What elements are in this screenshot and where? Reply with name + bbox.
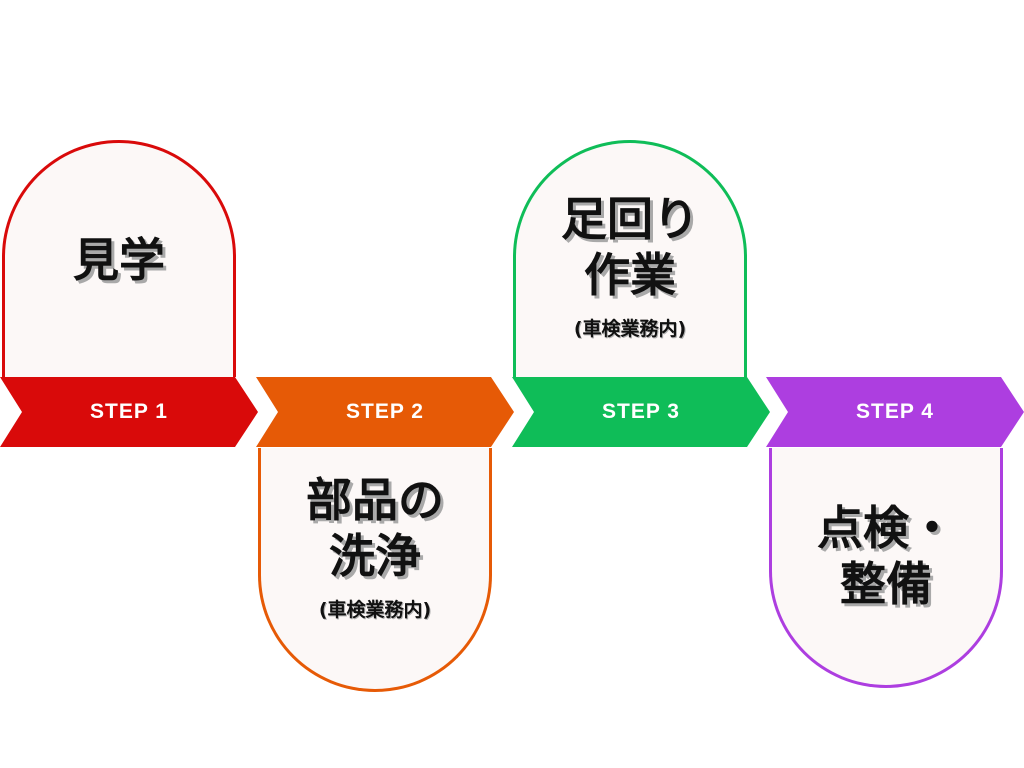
step-4-title-line-2: 整備 (840, 557, 932, 611)
step-1-label: STEP 1 (90, 400, 168, 423)
step-3-title-line-1: 足回り (561, 192, 699, 246)
step-4-card: 点検・ 整備 (769, 448, 1003, 688)
step-4-label: STEP 4 (856, 400, 934, 423)
step-4-banner-shape (766, 377, 1024, 447)
step-2-card: 部品の 洗浄 (車検業務内) (258, 448, 492, 692)
step-3-note: (車検業務内) (573, 318, 687, 340)
step-3-title-line-2: 作業 (584, 248, 676, 302)
step-2-banner-shape (256, 377, 514, 447)
step-1-banner-shape (0, 377, 258, 447)
step-3-label: STEP 3 (602, 400, 680, 423)
step-3-banner: STEP 3 (512, 377, 770, 447)
step-4-title-line-1: 点検・ (817, 501, 955, 555)
step-3-banner-shape (512, 377, 770, 447)
step-1-title-line-1: 見学 (73, 233, 165, 287)
step-3-card: 足回り 作業 (車検業務内) (513, 140, 747, 377)
step-2-banner: STEP 2 (256, 377, 514, 447)
step-1-banner: STEP 1 (0, 377, 258, 447)
step-2-title-line-2: 洗浄 (329, 529, 421, 583)
step-2-title-line-1: 部品の (306, 473, 444, 527)
step-2-note: (車検業務内) (318, 599, 432, 621)
step-1-card: 見学 (2, 140, 236, 377)
step-4-banner: STEP 4 (766, 377, 1024, 447)
step-2-label: STEP 2 (346, 400, 424, 423)
